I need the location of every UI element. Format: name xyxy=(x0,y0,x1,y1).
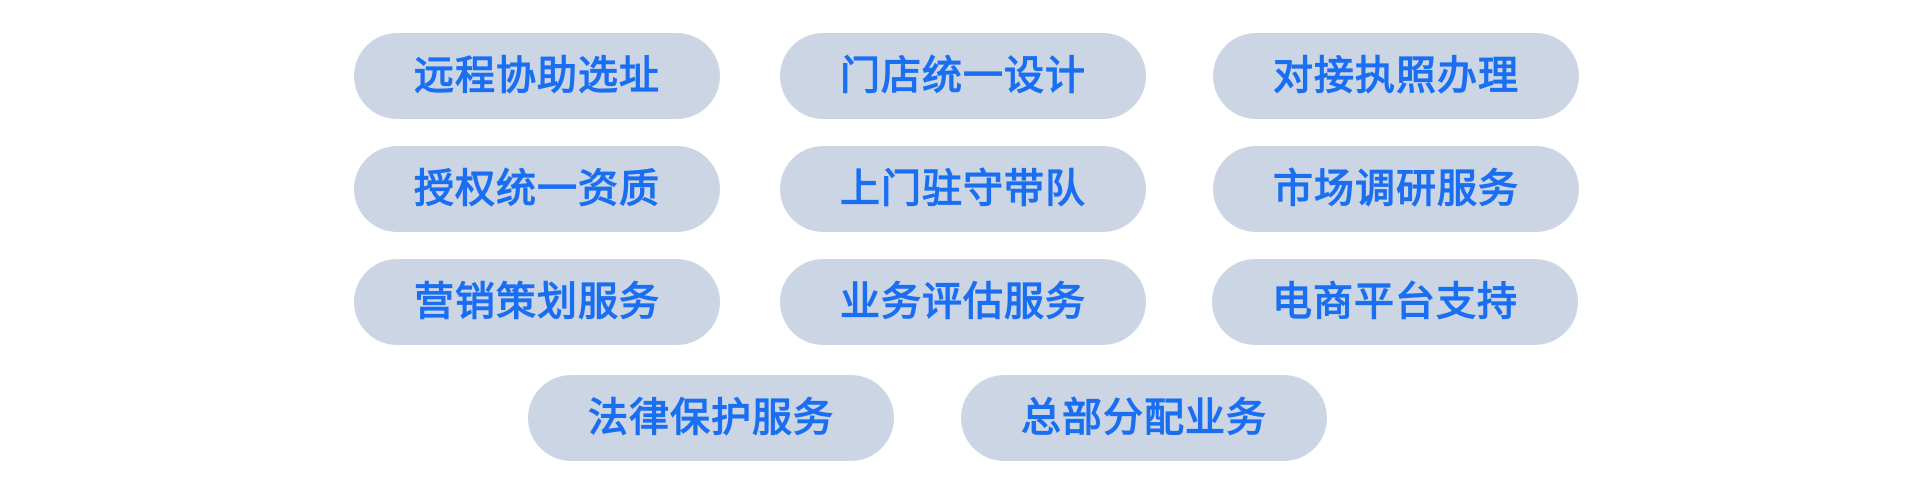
service-label: 门店统一设计 xyxy=(840,53,1086,99)
service-label: 营销策划服务 xyxy=(414,279,660,325)
service-pill-onsite-team: 上门驻守带队 xyxy=(780,146,1146,232)
service-label: 市场调研服务 xyxy=(1273,166,1519,212)
service-pill-license-processing: 对接执照办理 xyxy=(1213,33,1579,119)
service-pill-store-design: 门店统一设计 xyxy=(780,33,1146,119)
service-label: 法律保护服务 xyxy=(588,395,834,441)
service-pill-authorized-qualification: 授权统一资质 xyxy=(354,146,720,232)
service-pill-market-research: 市场调研服务 xyxy=(1213,146,1579,232)
service-label: 电商平台支持 xyxy=(1272,279,1518,325)
service-label: 总部分配业务 xyxy=(1021,395,1267,441)
service-pill-business-evaluation: 业务评估服务 xyxy=(780,259,1146,345)
service-label: 业务评估服务 xyxy=(840,279,1086,325)
service-pill-legal-protection: 法律保护服务 xyxy=(528,375,894,461)
service-label: 授权统一资质 xyxy=(414,166,660,212)
service-pill-marketing-planning: 营销策划服务 xyxy=(354,259,720,345)
service-label: 上门驻守带队 xyxy=(840,166,1086,212)
service-label: 对接执照办理 xyxy=(1273,53,1519,99)
service-pill-remote-site-selection: 远程协助选址 xyxy=(354,33,720,119)
service-label: 远程协助选址 xyxy=(414,53,660,99)
service-pill-ecommerce-support: 电商平台支持 xyxy=(1212,259,1578,345)
service-pill-hq-business-allocation: 总部分配业务 xyxy=(961,375,1327,461)
